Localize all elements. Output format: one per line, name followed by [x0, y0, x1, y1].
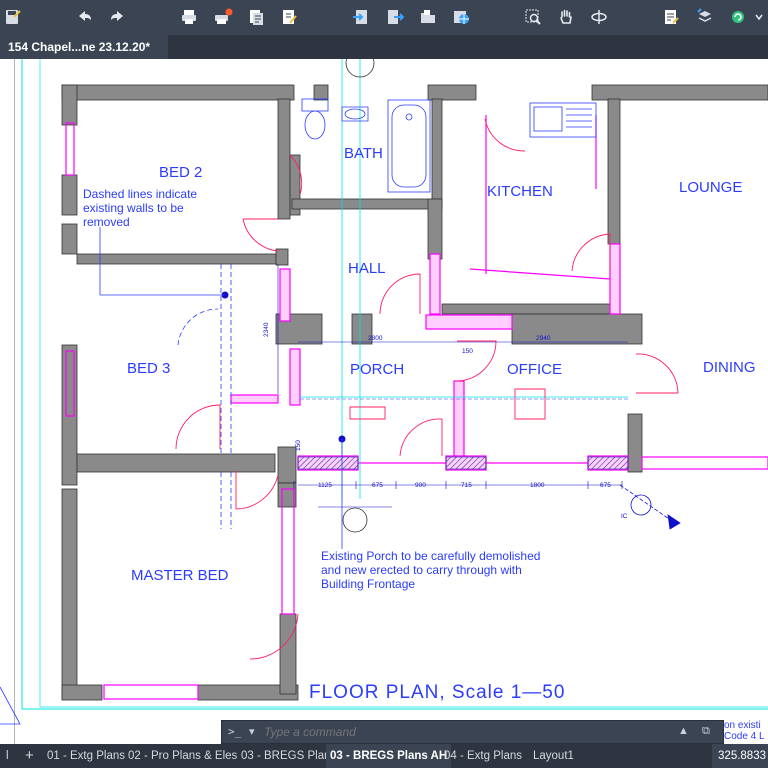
layout-tab-bar: l + 01 - Extg Plans 02 - Pro Plans & Ele…: [0, 744, 768, 768]
tab-04-extg-plans[interactable]: 04 - Extg Plans: [444, 750, 522, 762]
floor-plan-drawing: BED 2 BATH KITCHEN LOUNGE HALL BED 3 POR…: [0, 59, 768, 744]
dim-675a: 675: [372, 482, 383, 489]
dim-900: 900: [415, 482, 426, 489]
chevron-down-icon[interactable]: ▾: [249, 726, 255, 738]
web-icon[interactable]: [450, 6, 472, 28]
section-marker-top: [345, 59, 375, 78]
note-porch-line-2: and new erected to carry through with: [321, 563, 522, 577]
zoom-window-icon[interactable]: [522, 6, 544, 28]
room-label-porch: PORCH: [350, 361, 404, 378]
grid-lines: [300, 59, 628, 499]
kitchen-sink: [529, 102, 597, 138]
hatch: [297, 456, 629, 470]
notes: Dashed lines indicate existing walls to …: [83, 187, 540, 591]
note-porch-line-1: Existing Porch to be carefully demolishe…: [321, 549, 540, 563]
dim-1800: 1800: [530, 482, 545, 489]
side-note-line-1: on existi: [724, 720, 761, 731]
orbit-icon[interactable]: [588, 6, 610, 28]
tab-03-bregs-plan[interactable]: 03 - BREGS Plan: [241, 750, 331, 762]
room-label-bed2: BED 2: [159, 164, 202, 181]
properties-icon[interactable]: [660, 6, 682, 28]
note-dashed-line-2: existing walls to be: [83, 201, 184, 215]
undo-icon[interactable]: [74, 6, 96, 28]
dim-150: 150: [462, 348, 473, 355]
ic-marker: [619, 484, 681, 530]
dim-715: 715: [461, 482, 472, 489]
dim-1125: 1125: [318, 482, 332, 489]
print-icon[interactable]: [178, 6, 200, 28]
document-tab-bar: 154 Chapel...ne 23.12.20*: [0, 35, 768, 59]
room-label-bath: BATH: [344, 145, 383, 162]
publish-icon[interactable]: [245, 6, 267, 28]
room-label-master-bed: MASTER BED: [131, 567, 229, 584]
document-tab[interactable]: 154 Chapel...ne 23.12.20*: [0, 35, 168, 59]
dim-675b: 675: [600, 482, 611, 489]
add-layout-button[interactable]: +: [25, 747, 34, 764]
tab-model[interactable]: l: [6, 750, 9, 762]
drawing-title: FLOOR PLAN, Scale 1—50: [309, 682, 565, 703]
dim-2340: 2340: [263, 322, 270, 337]
batch-plot-icon[interactable]: [278, 6, 300, 28]
room-label-kitchen: KITCHEN: [487, 183, 553, 200]
dimension-lines: [277, 264, 628, 489]
redo-icon[interactable]: [106, 6, 128, 28]
bath-fixtures: [301, 98, 431, 193]
dim-150b: 150: [295, 440, 302, 451]
layer-icon[interactable]: [694, 6, 716, 28]
note-dashed-line-1: Dashed lines indicate: [83, 187, 197, 201]
expand-icon[interactable]: ⧉: [702, 725, 710, 737]
room-labels: BED 2 BATH KITCHEN LOUNGE HALL BED 3 POR…: [127, 145, 756, 584]
tab-03-bregs-plans-ah[interactable]: 03 - BREGS Plans AH: [326, 744, 452, 768]
ic-label: IC: [621, 513, 628, 520]
tab-01-extg-plans[interactable]: 01 - Extg Plans: [47, 750, 125, 762]
refresh-icon[interactable]: [727, 6, 749, 28]
import-icon[interactable]: [350, 6, 372, 28]
plot-icon[interactable]: [212, 6, 234, 28]
doors: [175, 118, 679, 660]
tab-layout1[interactable]: Layout1: [533, 750, 574, 762]
side-note-line-2: Code 4 L: [724, 731, 765, 742]
dim-2940: 2940: [536, 335, 551, 342]
command-input[interactable]: [264, 724, 644, 740]
chevron-down-icon[interactable]: [752, 6, 766, 28]
dim-2800: 2800: [368, 335, 383, 342]
command-prompt-icon[interactable]: >_: [228, 725, 242, 738]
tab-02-pro-plans[interactable]: 02 - Pro Plans & Eles: [128, 750, 238, 762]
room-label-dining: DINING: [703, 359, 756, 376]
side-note: on existi Code 4 L: [724, 720, 768, 744]
drawing-canvas[interactable]: BED 2 BATH KITCHEN LOUNGE HALL BED 3 POR…: [0, 59, 768, 744]
note-porch-line-3: Building Frontage: [321, 577, 415, 591]
room-label-bed3: BED 3: [127, 360, 170, 377]
open-folder-icon[interactable]: [417, 6, 439, 28]
note-dashed-line-3: removed: [83, 215, 130, 229]
room-label-office: OFFICE: [507, 361, 562, 378]
dimension-text: 2340 2800 2940 150 1125 675 900 715 1800…: [263, 322, 628, 520]
room-label-lounge: LOUNGE: [679, 179, 742, 196]
dashed-walls: [177, 264, 232, 529]
leaders: [99, 227, 343, 549]
main-toolbar: [0, 0, 768, 35]
ucs-icon: [0, 686, 21, 725]
command-line: >_ ▾ ▲ ⧉: [221, 720, 724, 744]
export-icon[interactable]: [384, 6, 406, 28]
room-label-hall: HALL: [348, 260, 386, 277]
chevron-up-icon[interactable]: ▲: [678, 725, 689, 737]
coordinate-readout: 325.8833: [712, 744, 768, 768]
pan-hand-icon[interactable]: [555, 6, 577, 28]
save-icon[interactable]: [2, 6, 24, 28]
